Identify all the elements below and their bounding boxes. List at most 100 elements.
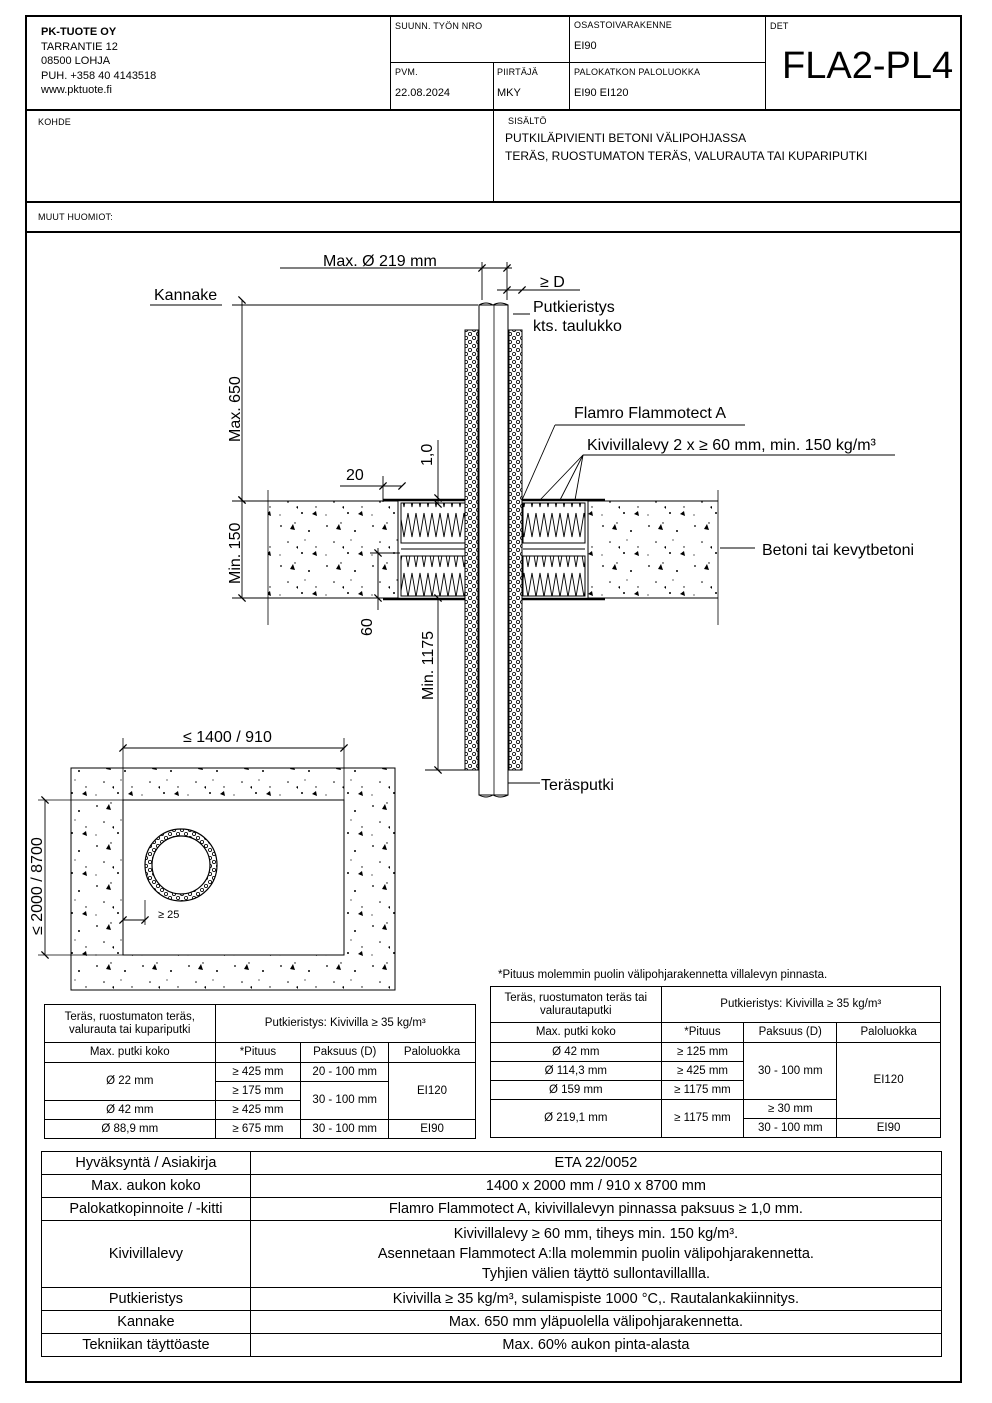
table-cell: Ø 114,3 mm <box>490 1061 662 1081</box>
table-cell: ≥ 30 mm <box>743 1099 838 1119</box>
spec-value: 1400 x 2000 mm / 910 x 8700 mm <box>249 1174 943 1198</box>
spec-value: Max. 650 mm yläpuolella välipohjarakenne… <box>249 1310 943 1334</box>
flamro-label: Flamro Flammotect A <box>574 405 726 422</box>
plan-height-label: ≤ 2000 / 8700 <box>29 837 46 935</box>
pvm-value: 22.08.2024 <box>395 87 451 99</box>
table-cell: Ø 219,1 mm <box>490 1099 662 1138</box>
spec-value-line: Tyhjien välien täyttö sullontavillallla. <box>481 1266 710 1282</box>
concrete-slab <box>267 490 719 625</box>
left-head-insul: Putkieristys: Kivivilla ≥ 35 kg/m³ <box>214 1004 477 1043</box>
plan-view <box>38 738 396 991</box>
length-note: *Pituus molemmin puolin välipohjarakenne… <box>498 969 828 981</box>
sisalto-line-2: TERÄS, RUOSTUMATON TERÄS, VALURAUTA TAI … <box>505 149 868 163</box>
kivivilla-label: Kivivillalevy 2 x ≥ 60 mm, min. 150 kg/m… <box>587 437 877 454</box>
putkieristys-label-1: Putkieristys <box>533 299 615 316</box>
table-cell: Ø 22 mm <box>44 1062 216 1101</box>
right-col-class: Paloluokka <box>836 1022 941 1043</box>
table-cell: ≥ 425 mm <box>214 1062 302 1082</box>
title-divider-3 <box>25 231 962 233</box>
table-cell: EI90 <box>388 1119 476 1139</box>
spec-label: Tekniikan täyttöaste <box>41 1333 251 1357</box>
min-150-label: Min. 150 <box>227 523 244 584</box>
table-cell: Ø 159 mm <box>490 1080 662 1100</box>
piirtaja-value: MKY <box>497 87 521 99</box>
table-cell: ≥ 425 mm <box>214 1100 302 1120</box>
right-col-size: Max. putki koko <box>490 1022 662 1043</box>
left-col-len: *Pituus <box>214 1042 302 1063</box>
left-col-class: Paloluokka <box>388 1042 476 1063</box>
pipe-with-insulation <box>464 302 523 798</box>
table-cell: 30 - 100 mm <box>300 1081 390 1120</box>
muut-label: MUUT HUOMIOT: <box>38 212 113 222</box>
spec-label: Kivivillalevy <box>41 1220 251 1288</box>
table-cell: ≥ 675 mm <box>214 1119 302 1139</box>
left-pipe-table: Teräs, ruostumaton teräs, valurauta tai … <box>44 1004 477 1139</box>
right-pipe-table: Teräs, ruostumaton teräs tai valurautapu… <box>490 986 942 1138</box>
right-head-title: Teräs, ruostumaton teräs tai valurautapu… <box>490 986 662 1023</box>
spec-value: Kivivilla ≥ 35 kg/m³, sulamispiste 1000 … <box>249 1287 943 1311</box>
dim-60-label: 60 <box>359 618 376 636</box>
left-col-size: Max. putki koko <box>44 1042 216 1063</box>
title-divider-2 <box>25 201 962 203</box>
col-line <box>765 15 766 110</box>
company-name: PK-TUOTE OY <box>41 26 117 38</box>
table-cell: Ø 42 mm <box>490 1042 662 1062</box>
osasto-label: OSASTOIVARAKENNE <box>574 20 672 30</box>
table-cell: Ø 88,9 mm <box>44 1119 216 1139</box>
company-phone: PUH. +358 40 4143518 <box>41 69 157 82</box>
dim-1-0-label: 1,0 <box>419 444 436 466</box>
company-web: www.pktuote.fi <box>41 84 112 96</box>
company-address: TARRANTIE 12 <box>41 40 118 53</box>
min-1175-label: Min. 1175 <box>420 631 437 700</box>
spec-value-multiline: Kivivillalevy ≥ 60 mm, tiheys min. 150 k… <box>249 1220 943 1288</box>
spec-value: ETA 22/0052 <box>249 1151 943 1175</box>
table-cell: 30 - 100 mm <box>743 1118 838 1138</box>
det-value: FLA2-PL4 <box>782 45 954 87</box>
palo-value: EI90 EI120 <box>574 87 629 99</box>
ge-d-label: ≥ D <box>540 274 565 291</box>
table-cell: EI120 <box>836 1042 941 1119</box>
right-col-len: *Pituus <box>660 1022 745 1043</box>
table-cell: 20 - 100 mm <box>300 1062 390 1082</box>
plan-width-label: ≤ 1400 / 910 <box>183 729 272 746</box>
spec-value: Flamro Flammotect A, kivivillalevyn pinn… <box>249 1197 943 1221</box>
spec-label: Palokatkopinnoite / -kitti <box>41 1197 251 1221</box>
right-head-insul: Putkieristys: Kivivilla ≥ 35 kg/m³ <box>660 986 942 1023</box>
palo-label: PALOKATKON PALOLUOKKA <box>574 67 701 77</box>
table-cell: ≥ 125 mm <box>660 1042 745 1062</box>
drawing-sheet <box>25 15 962 1383</box>
table-cell: 30 - 100 mm <box>743 1042 838 1100</box>
row-line <box>390 62 765 63</box>
mineral-wool-boards <box>383 498 605 601</box>
spec-label: Putkieristys <box>41 1287 251 1311</box>
table-cell: EI120 <box>388 1062 476 1120</box>
right-col-thick: Paksuus (D) <box>743 1022 838 1043</box>
company-block: PK-TUOTE OY TARRANTIE 12 08500 LOHJA PUH… <box>41 25 156 98</box>
spec-value-line: Kivivillalevy ≥ 60 mm, tiheys min. 150 k… <box>453 1226 739 1242</box>
sisalto-label: SISÄLTÖ <box>508 116 547 126</box>
table-cell: Ø 42 mm <box>44 1100 216 1120</box>
sisalto-line-1: PUTKILÄPIVIENTI BETONI VÄLIPOHJASSA <box>505 131 747 145</box>
spec-value-line: Asennetaan Flammotect A:lla molemmin puo… <box>377 1246 814 1262</box>
table-cell: ≥ 425 mm <box>660 1061 745 1081</box>
spec-value: Max. 60% aukon pinta-alasta <box>249 1333 943 1357</box>
kohde-label: KOHDE <box>38 117 72 127</box>
spec-label: Kannake <box>41 1310 251 1334</box>
left-head-title: Teräs, ruostumaton teräs, valurauta tai … <box>44 1004 216 1043</box>
col-line <box>493 62 494 110</box>
max-650-label: Max. 650 <box>227 376 244 442</box>
spec-label: Hyväksyntä / Asiakirja <box>41 1151 251 1175</box>
dim-20-label: 20 <box>346 467 364 484</box>
table-cell: ≥ 1175 mm <box>660 1099 745 1138</box>
plan-gap-label: ≥ 25 <box>158 909 179 921</box>
spec-table: Hyväksyntä / Asiakirja ETA 22/0052 Max. … <box>41 1151 943 1357</box>
osasto-value: EI90 <box>574 40 597 52</box>
terasputki-label: Teräsputki <box>541 777 614 794</box>
col-line <box>493 110 494 202</box>
pvm-label: PVM. <box>395 67 418 77</box>
table-cell: ≥ 175 mm <box>214 1081 302 1101</box>
piirtaja-label: PIIRTÄJÄ <box>497 67 538 77</box>
spec-label: Max. aukon koko <box>41 1174 251 1198</box>
table-cell: ≥ 1175 mm <box>660 1080 745 1100</box>
